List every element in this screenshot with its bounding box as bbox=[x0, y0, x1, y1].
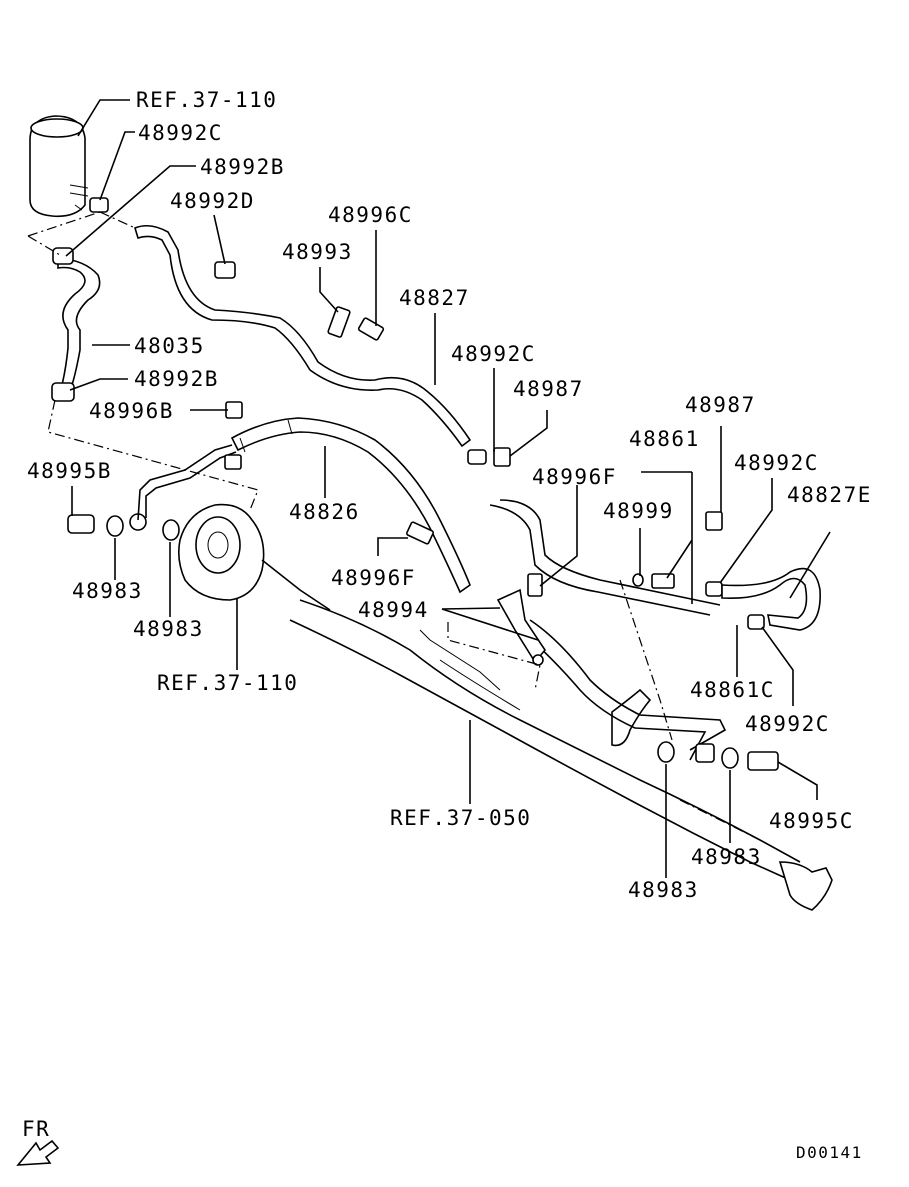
label-48992b-b: 48992B bbox=[134, 367, 219, 391]
label-48861c: 48861C bbox=[690, 678, 775, 702]
steering-gear-rack bbox=[289, 599, 833, 911]
label-48992c-d: 48992C bbox=[745, 712, 830, 736]
label-48035: 48035 bbox=[134, 334, 205, 358]
label-48992d: 48992D bbox=[170, 189, 255, 213]
label-48993: 48993 bbox=[282, 240, 353, 264]
washers-48983 bbox=[106, 515, 739, 769]
label-48987-a: 48987 bbox=[513, 377, 584, 401]
label-48983-b: 48983 bbox=[133, 617, 204, 641]
label-48983-d: 48983 bbox=[628, 878, 699, 902]
return-hose-48827E bbox=[721, 567, 821, 631]
label-48983-a: 48983 bbox=[72, 579, 143, 603]
front-direction-marker: FR bbox=[16, 1117, 60, 1166]
label-ref-37-110-top: REF.37-110 bbox=[136, 88, 277, 112]
reservoir-hose-48035 bbox=[57, 257, 101, 386]
label-48996f-b: 48996F bbox=[331, 566, 416, 590]
label-48996c: 48996C bbox=[328, 203, 413, 227]
pressure-pipe bbox=[137, 444, 237, 521]
label-48992c-c: 48992C bbox=[734, 451, 819, 475]
label-48983-c: 48983 bbox=[691, 845, 762, 869]
label-48827: 48827 bbox=[399, 286, 470, 310]
label-ref-37-050: REF.37-050 bbox=[390, 806, 531, 830]
diagram-code: D00141 bbox=[796, 1143, 863, 1162]
oil-pump bbox=[178, 503, 331, 611]
return-hose-48827 bbox=[134, 224, 472, 448]
label-48861: 48861 bbox=[629, 427, 700, 451]
label-48994: 48994 bbox=[358, 598, 429, 622]
label-48992b-a: 48992B bbox=[200, 155, 285, 179]
label-48995c: 48995C bbox=[769, 809, 854, 833]
hose-clamps bbox=[51, 197, 765, 630]
alignment-lines bbox=[27, 211, 761, 841]
front-direction-label: FR bbox=[22, 1117, 50, 1141]
label-ref-37-110-bottom: REF.37-110 bbox=[157, 671, 298, 695]
front-arrow-icon bbox=[16, 1139, 60, 1166]
label-48996b: 48996B bbox=[89, 399, 174, 423]
label-48992c-b: 48992C bbox=[451, 342, 536, 366]
leader-lines bbox=[65, 99, 831, 878]
label-48999: 48999 bbox=[603, 499, 674, 523]
pressure-hose-48826 bbox=[230, 417, 471, 594]
label-48987-b: 48987 bbox=[685, 393, 756, 417]
bolts-and-fittings bbox=[67, 306, 779, 771]
label-48827e: 48827E bbox=[787, 483, 872, 507]
label-48992c-a: 48992C bbox=[138, 121, 223, 145]
part-labels: REF.37-110 48992C 48992B 48992D 48996C 4… bbox=[27, 88, 872, 902]
label-48996f-a: 48996F bbox=[532, 465, 617, 489]
label-48826: 48826 bbox=[289, 500, 360, 524]
bracket-48994 bbox=[496, 588, 546, 666]
label-48995b: 48995B bbox=[27, 459, 112, 483]
reservoir-tank bbox=[29, 115, 89, 218]
